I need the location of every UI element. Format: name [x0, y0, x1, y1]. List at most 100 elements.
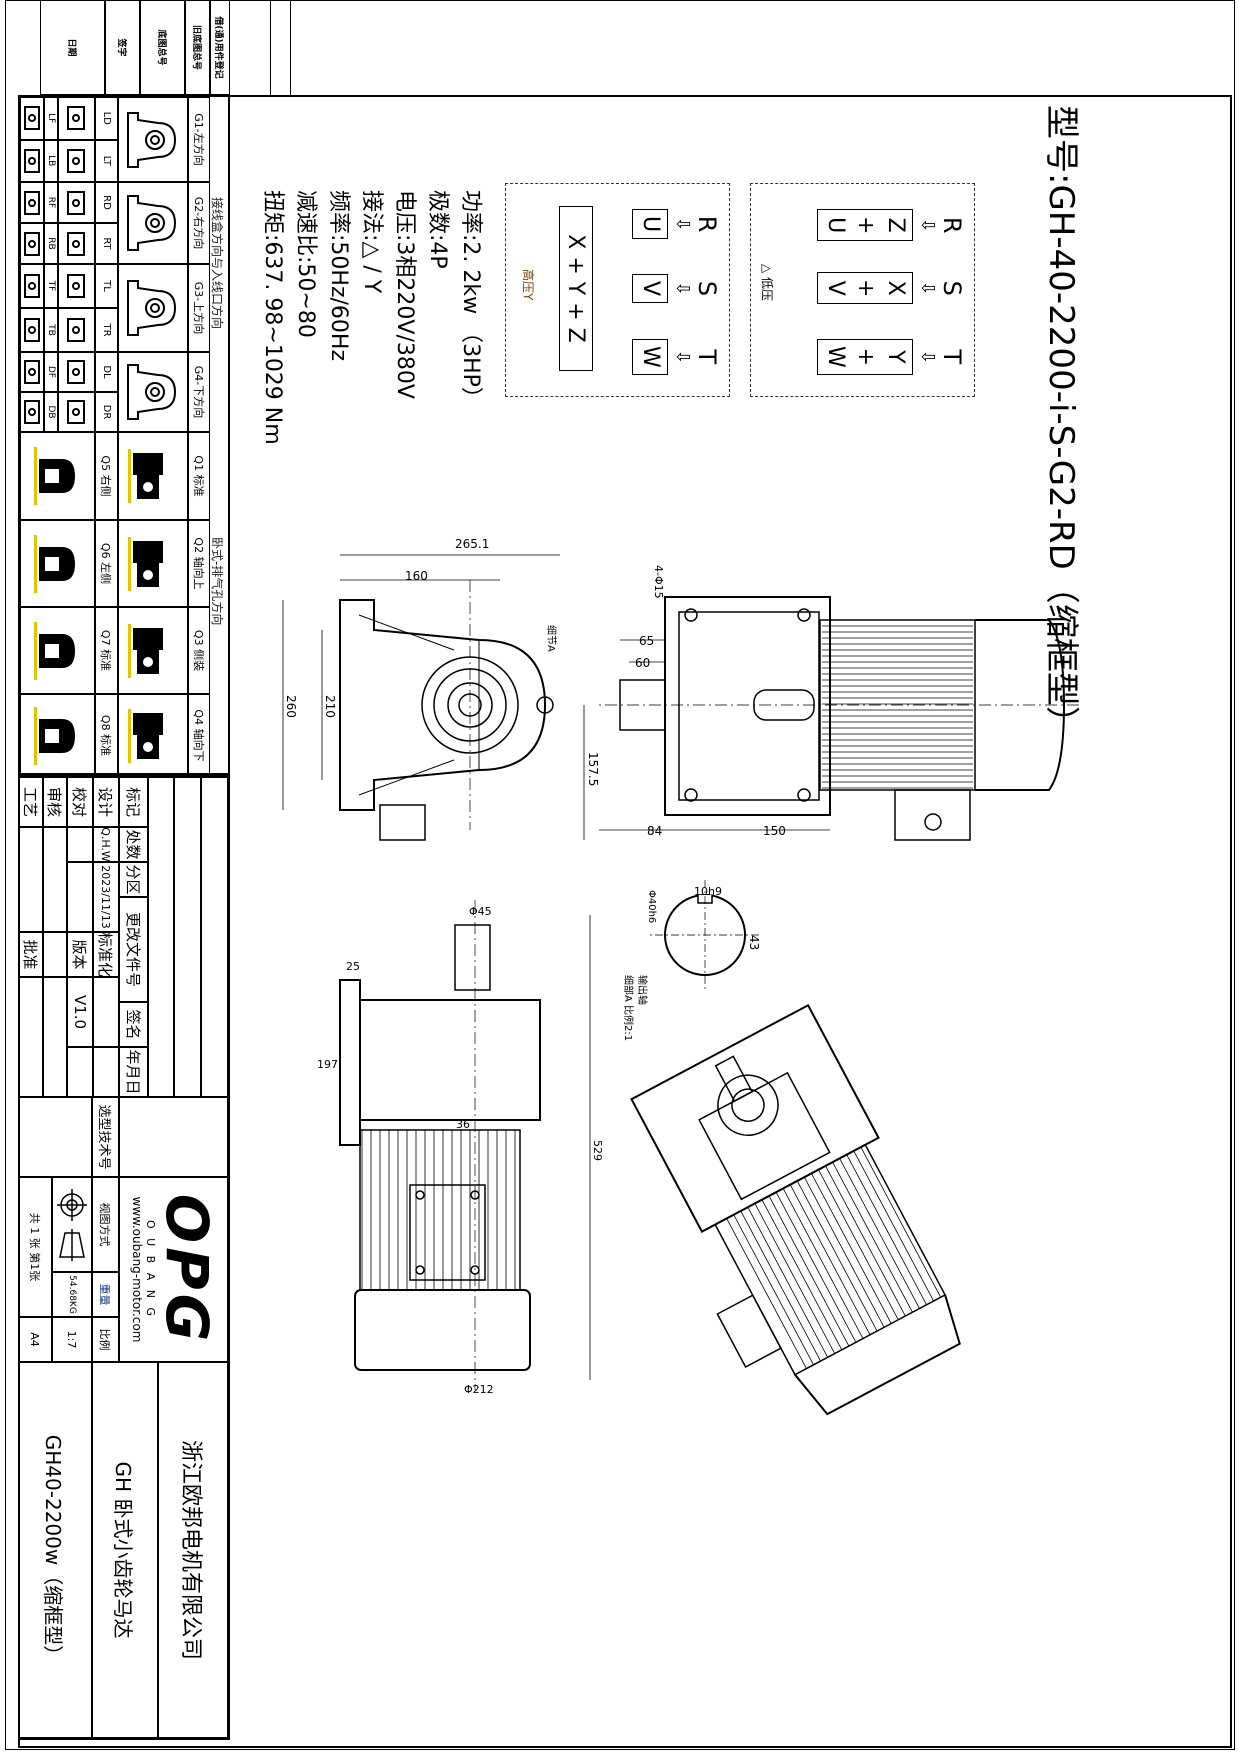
dim-265: 265.1	[455, 537, 489, 551]
weight-label: 重量	[92, 1272, 119, 1317]
header-zone: 分区	[119, 862, 148, 897]
terminal-box-icon	[58, 97, 95, 140]
mount-g-label: G3-上方向	[188, 264, 210, 352]
designer: Q.H.W	[93, 827, 119, 862]
company-name: 浙江欧邦电机有限公司	[158, 1362, 228, 1738]
gearbox-icon	[127, 111, 177, 168]
terminal-box-icon	[58, 352, 95, 392]
weight-value: 54.68KG	[52, 1272, 92, 1317]
mount-code: LB	[44, 139, 58, 182]
side-view-motor	[599, 596, 1079, 841]
mount-code: DR	[95, 392, 118, 432]
website-link[interactable]: www.oubang-motor.com	[130, 1196, 144, 1343]
view-method-label: 视图方式	[92, 1177, 119, 1272]
shaft-detail	[649, 880, 759, 990]
mount-q-label: Q8 标准	[95, 694, 118, 777]
selection-no-label: 选型技术号	[92, 1097, 119, 1177]
first-angle-projection-icon	[57, 1188, 87, 1261]
header-signature: 签名	[119, 1002, 148, 1047]
dim-65: 65	[639, 634, 654, 648]
terminal-box-icon	[20, 392, 44, 432]
standardize-label: 标准化	[93, 932, 119, 977]
top-view-motor	[339, 900, 591, 1390]
mount-g-label: G2-右方向	[188, 182, 210, 264]
dim-529: 529	[591, 1140, 604, 1161]
mount-code: RT	[95, 223, 118, 264]
mount-code: RD	[95, 182, 118, 223]
dimension-labels: 265.1 160 260 210 157.5 细节A 4-Φ15 65 60 …	[284, 537, 786, 1396]
motor-mount-icon	[128, 708, 163, 763]
gearbox-icon	[127, 195, 177, 251]
check-label: 校对	[67, 777, 93, 827]
mount-code: LD	[95, 97, 118, 140]
vent-direction-header: 卧式-排气孔方向	[210, 537, 224, 626]
mount-code: TR	[95, 308, 118, 352]
version-label: 版本	[67, 932, 93, 977]
mounting-position-drawing	[20, 607, 95, 694]
gearbox-orientation-drawing	[118, 182, 188, 264]
side-view-dimensions	[599, 639, 830, 831]
dim-260: 260	[284, 695, 298, 718]
terminal-box-icon	[20, 352, 44, 392]
gearbox-icon	[127, 280, 177, 336]
mount-code: DB	[44, 392, 58, 432]
logo-block: OPG O U B A N G www.oubang-motor.com	[119, 1177, 228, 1362]
approve-label: 批准	[18, 932, 43, 977]
mounting-position-drawing	[20, 520, 95, 607]
mount-q-label: Q1 标准	[188, 432, 210, 520]
mounting-position-drawing	[118, 520, 188, 607]
terminal-box-icon	[58, 308, 95, 352]
product-name: GH 卧式小齿轮马达	[92, 1362, 158, 1738]
dim-157: 157.5	[586, 752, 600, 786]
shaft-label: 输出轴	[636, 975, 649, 1005]
dim-25: 25	[346, 960, 360, 973]
dim-84: 84	[647, 824, 662, 838]
front-view-gearbox	[282, 554, 585, 841]
dim-holes: 4-Φ15	[652, 565, 665, 599]
mount-g-label: G1-左方向	[188, 97, 210, 182]
dim-212: Φ212	[464, 1383, 494, 1396]
scale-label: 比例	[92, 1317, 119, 1362]
design-date: 2023/11/13	[93, 862, 119, 932]
mounting-position-drawing	[118, 694, 188, 777]
mount-code: RF	[44, 182, 58, 223]
brand-text: O U B A N G	[144, 1219, 157, 1320]
gearbox-icon	[127, 364, 177, 420]
sheet-count: 共 1 张 第1张	[18, 1177, 52, 1317]
mount-q-label: Q3 侧装	[188, 607, 210, 694]
dim-key: 10h9	[694, 885, 722, 898]
terminal-box-icon	[20, 182, 44, 223]
dim-150: 150	[763, 824, 786, 838]
version: V1.0	[67, 977, 93, 1047]
terminal-box-icon	[20, 97, 44, 140]
mount-g-label: G4-下方向	[188, 352, 210, 432]
mounting-position-drawing	[118, 607, 188, 694]
paper-size: A4	[18, 1317, 52, 1362]
terminal-direction-header: 接线盒方向与入线口方向	[210, 197, 224, 330]
design-label: 设计	[93, 777, 119, 827]
mount-q-label: Q7 标准	[95, 607, 118, 694]
mount-code: TF	[44, 264, 58, 308]
mounting-position-drawing	[20, 694, 95, 777]
mount-code: DF	[44, 352, 58, 392]
dim-60: 60	[635, 656, 650, 670]
dim-shaft-dia: Φ40h6	[646, 890, 657, 923]
terminal-box-icon	[58, 264, 95, 308]
motor-end-icon	[34, 706, 76, 765]
mount-code: LT	[95, 139, 118, 182]
dim-210: 210	[323, 695, 337, 718]
mount-q-label: Q4 轴向下	[188, 694, 210, 777]
motor-end-icon	[34, 447, 76, 505]
mount-q-label: Q2 轴向上	[188, 520, 210, 607]
dim-160: 160	[405, 569, 428, 583]
detail-scale-label: 细部A 比例2:1	[622, 975, 635, 1041]
mount-code: LF	[44, 97, 58, 140]
gearbox-orientation-drawing	[118, 352, 188, 432]
motor-end-icon	[34, 621, 76, 680]
mount-code: DL	[95, 352, 118, 392]
header-mark: 标记	[119, 777, 148, 827]
gearbox-orientation-drawing	[118, 97, 188, 182]
